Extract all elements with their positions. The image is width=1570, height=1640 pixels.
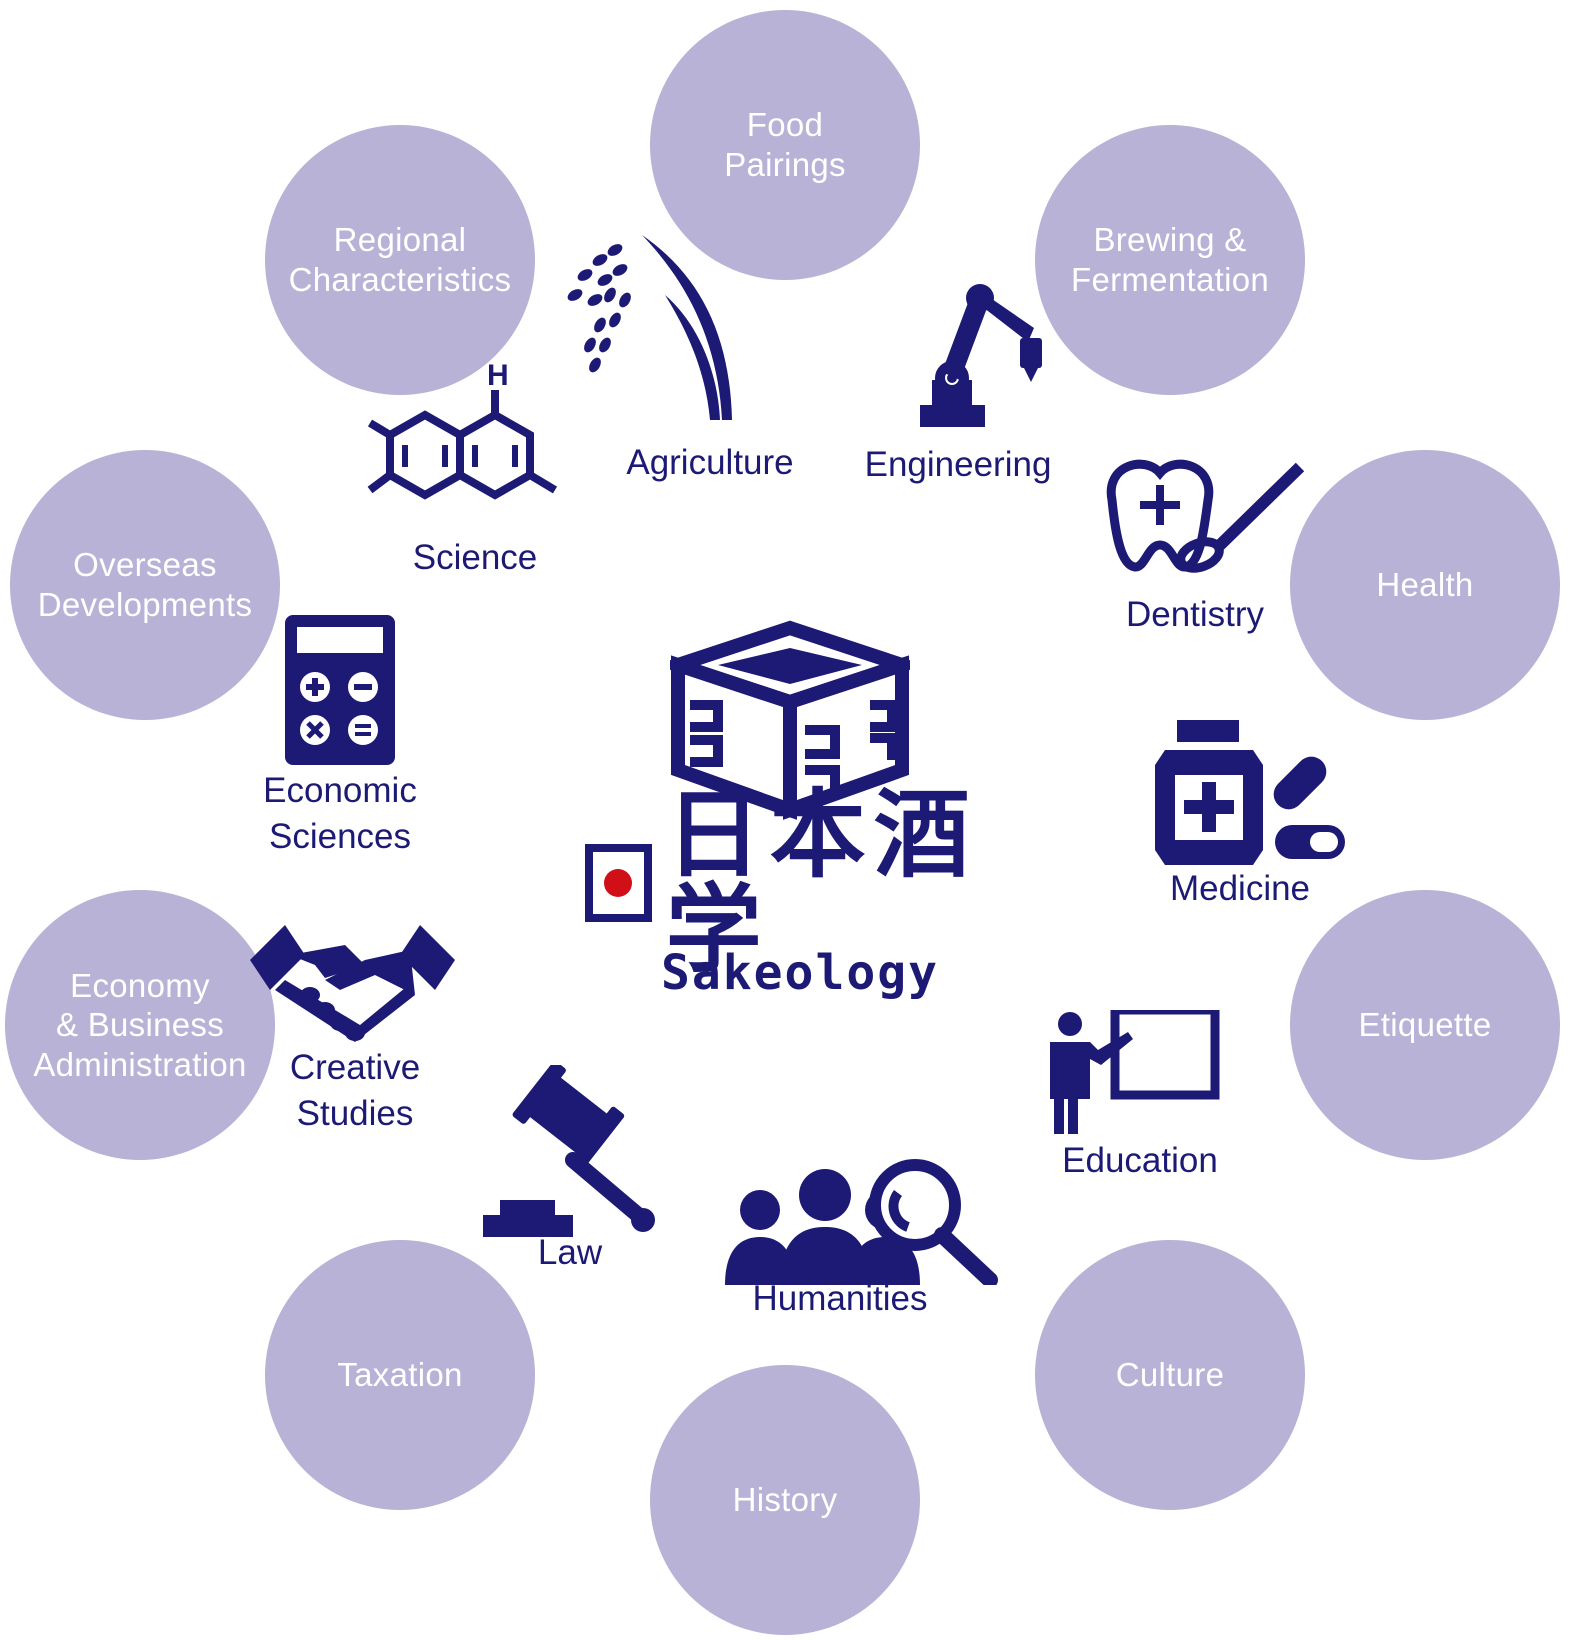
molecule-icon: H (365, 360, 575, 520)
field-creative-studies: Creative Studies (289, 1048, 421, 1133)
field-education: Education (1062, 1141, 1218, 1180)
circle-etiquette: Etiquette (1290, 890, 1560, 1160)
field-economic-sciences: Economic Sciences (263, 771, 417, 856)
circle-label: Health (1376, 566, 1474, 604)
center-title-text: 日本酒学 (665, 778, 978, 986)
circle-label: Regional Characteristics (288, 221, 512, 298)
calculator-icon (285, 615, 395, 765)
circle-brewing-fermentation: Brewing & Fermentation (1035, 125, 1305, 395)
field-agriculture: Agriculture (626, 443, 794, 482)
circle-label: Food Pairings (724, 106, 846, 183)
circle-health: Health (1290, 450, 1560, 720)
robot-arm-icon (910, 280, 1050, 430)
circle-economy-business: Economy & Business Administration (5, 890, 275, 1160)
tooth-mirror-icon (1100, 455, 1310, 585)
sake-masu-box-icon (670, 620, 910, 820)
center-subtitle: Sakeology (660, 945, 940, 1001)
field-engineering: Engineering (864, 445, 1052, 484)
medicine-bottle-icon (1155, 720, 1350, 865)
field-dentistry: Dentistry (1125, 595, 1265, 634)
handshake-icon (245, 920, 460, 1050)
field-medicine: Medicine (1169, 869, 1311, 908)
circle-overseas-developments: Overseas Developments (10, 450, 280, 720)
circle-regional-characteristics: Regional Characteristics (265, 125, 535, 395)
field-science: Science (412, 538, 538, 577)
center-title: 日本酒学 (585, 787, 1005, 978)
circle-label: Economy & Business Administration (33, 966, 247, 1083)
circle-label: History (732, 1481, 838, 1519)
rice-plant-icon (560, 225, 760, 425)
circle-label: Culture (1115, 1356, 1225, 1394)
japan-flag-icon (585, 843, 652, 922)
circle-food-pairings: Food Pairings (650, 10, 920, 280)
circle-culture: Culture (1035, 1240, 1305, 1510)
svg-text:H: H (487, 360, 509, 392)
field-humanities: Humanities (752, 1279, 928, 1318)
circle-label: Taxation (337, 1356, 463, 1394)
teacher-board-icon (1045, 1010, 1220, 1135)
gavel-icon (478, 1065, 663, 1240)
circle-history: History (650, 1365, 920, 1635)
circle-label: Etiquette (1358, 1006, 1492, 1044)
field-law: Law (537, 1233, 603, 1272)
people-magnifier-icon (720, 1155, 1005, 1285)
circle-taxation: Taxation (265, 1240, 535, 1510)
circle-label: Brewing & Fermentation (1070, 221, 1270, 298)
circle-label: Overseas Developments (37, 546, 253, 623)
